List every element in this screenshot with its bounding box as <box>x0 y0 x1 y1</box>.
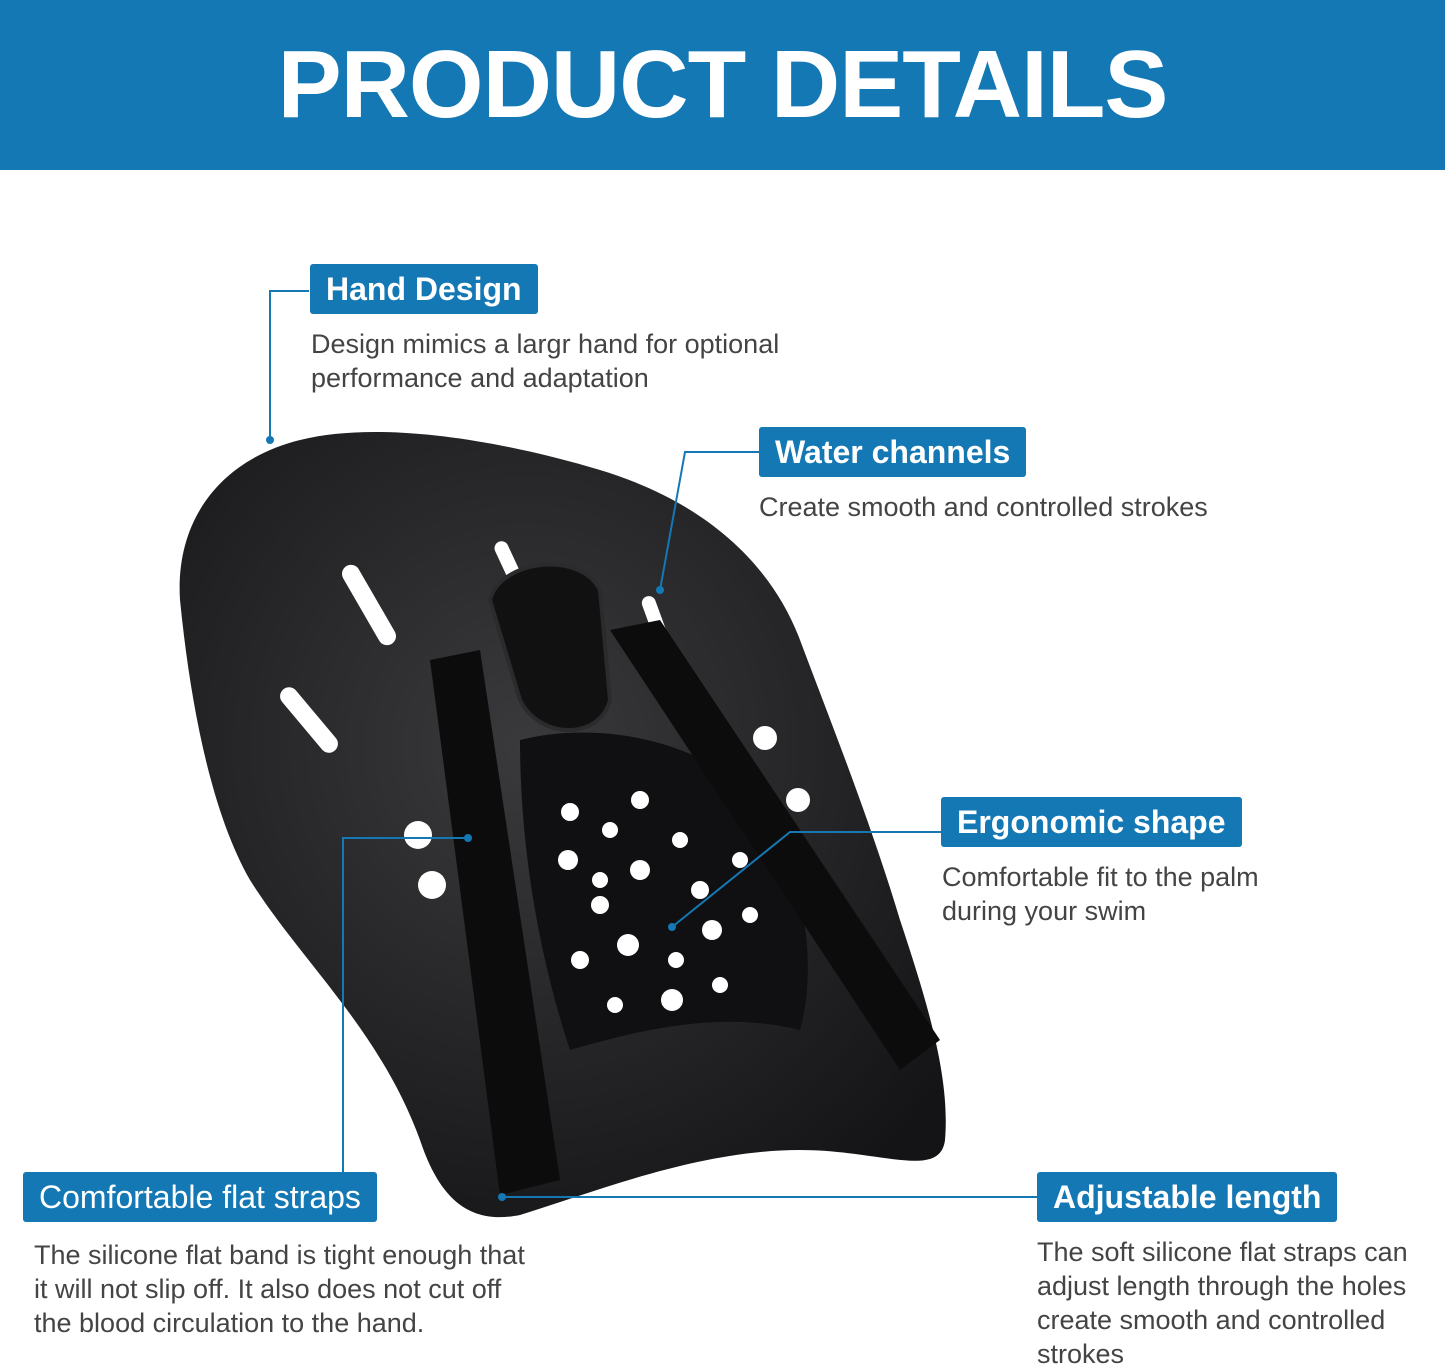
feature-label-adjustable-length: Adjustable length <box>1037 1172 1338 1222</box>
feature-label-hand-design: Hand Design <box>310 264 538 314</box>
feature-label-water-channels: Water channels <box>759 427 1027 477</box>
feature-label-flat-straps: Comfortable flat straps <box>23 1172 377 1222</box>
header-banner: PRODUCT DETAILS <box>0 0 1445 170</box>
feature-description-hand-design: Design mimics a largr hand for optional … <box>311 329 780 393</box>
feature-description-flat-straps: The silicone flat band is tight enough t… <box>34 1240 525 1338</box>
callout-lines <box>269 290 1037 1198</box>
feature-description-water-channels: Create smooth and controlled strokes <box>759 492 1208 522</box>
feature-description-adjustable-length: The soft silicone flat straps can adjust… <box>1037 1237 1408 1369</box>
callout-dots <box>266 436 676 1201</box>
feature-label-ergonomic-shape: Ergonomic shape <box>941 797 1242 847</box>
finger-loop <box>487 562 613 732</box>
strap-left <box>430 650 560 1195</box>
water-channel-holes <box>280 541 810 1013</box>
feature-description-ergonomic-shape: Comfortable fit to the palm during your … <box>942 862 1259 926</box>
page-title: PRODUCT DETAILS <box>277 31 1169 138</box>
